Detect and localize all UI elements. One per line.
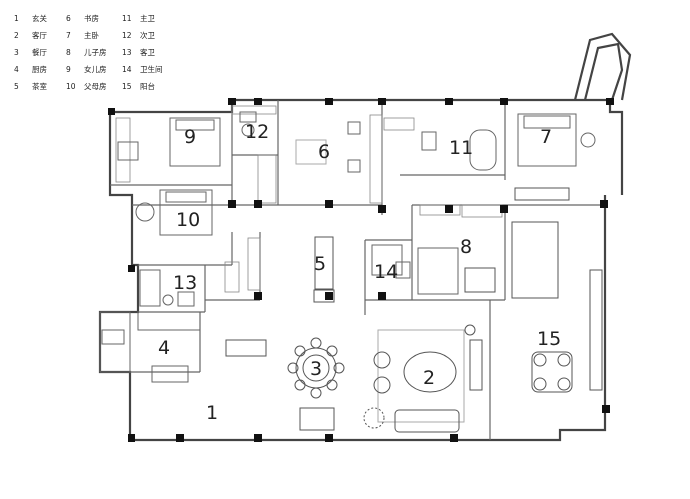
beds [159, 113, 577, 295]
room-label-master-bath: 11 [449, 137, 473, 159]
room-label-tea-room: 5 [314, 253, 326, 275]
outer-walls [98, 32, 632, 442]
dining-set [225, 337, 345, 399]
bedroom-chairs [117, 132, 596, 222]
room-label-study: 6 [318, 141, 330, 163]
wardrobes [115, 105, 503, 293]
room-labels: 1 2 3 4 5 6 7 8 9 10 11 12 13 14 15 [158, 121, 561, 424]
study-furniture [295, 121, 361, 173]
room-label-parents-room: 10 [176, 209, 200, 231]
room-label-balcony: 15 [537, 328, 561, 350]
room-label-son-room: 8 [460, 236, 472, 258]
room-label-entrance: 1 [206, 402, 218, 424]
living-furniture [299, 324, 483, 433]
interior-walls [110, 100, 605, 440]
room-label-daughter-room: 9 [184, 126, 196, 148]
structural-columns [108, 98, 614, 442]
room-label-guest-bath: 13 [173, 272, 197, 294]
balcony-furniture [464, 187, 603, 393]
tea-table [313, 236, 335, 303]
kitchen-counters [99, 311, 201, 383]
room-label-second-bath: 12 [245, 121, 269, 143]
room-label-kitchen: 4 [158, 337, 170, 359]
room-label-master-bedroom: 7 [540, 126, 552, 148]
room-label-living: 2 [423, 367, 435, 389]
bath-fixtures [139, 111, 497, 307]
room-label-dining: 3 [310, 358, 322, 380]
room-label-washroom: 14 [374, 261, 398, 283]
